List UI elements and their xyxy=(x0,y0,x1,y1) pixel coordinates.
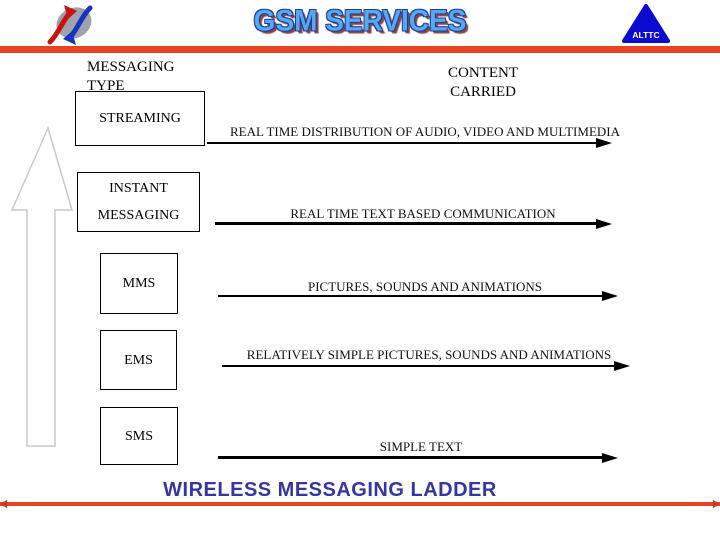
type-box-label: MMS xyxy=(122,276,156,291)
content-arrow-mms xyxy=(218,291,618,301)
content-arrow-streaming xyxy=(207,138,612,148)
alttc-triangle-logo-icon: ALTTC xyxy=(622,4,670,43)
right-arrowhead-icon xyxy=(602,452,618,463)
type-box-mms: MMS xyxy=(100,253,178,314)
content-arrow-ems xyxy=(222,361,630,371)
type-box-label: SMS xyxy=(124,428,154,444)
bsnl-swoosh-logo-icon xyxy=(47,5,93,45)
bottom-bar-right-tip-icon xyxy=(713,500,720,508)
type-box-sms: SMS xyxy=(100,407,178,465)
content-label-streaming: REAL TIME DISTRIBUTION OF AUDIO, VIDEO A… xyxy=(230,124,620,139)
right-arrowhead-icon xyxy=(614,361,630,371)
bottom-bar-left-tip-icon xyxy=(0,500,7,508)
content-label-sms: SIMPLE TEXT xyxy=(379,439,463,454)
content-arrow-instant-messaging xyxy=(215,218,612,229)
alttc-logo-text: ALTTC xyxy=(632,30,659,40)
right-arrowhead-icon xyxy=(602,291,618,301)
top-accent-bar xyxy=(0,46,720,53)
content-arrow-sms xyxy=(218,452,618,463)
right-arrowhead-icon xyxy=(596,138,612,148)
page-title: GSM SERVICES xyxy=(253,4,467,37)
column-header-content-carried: CONTENT CARRIED xyxy=(448,65,518,100)
slide-caption: WIRELESS MESSAGING LADDER xyxy=(163,479,497,501)
content-label-instant-messaging: REAL TIME TEXT BASED COMMUNICATION xyxy=(290,206,556,221)
type-box-label: INSTANT MESSAGING xyxy=(97,181,180,223)
column-header-messaging-type: MESSAGING TYPE xyxy=(87,59,175,94)
up-arrow-outline-icon xyxy=(10,126,74,447)
type-box-streaming: STREAMING xyxy=(75,91,205,146)
type-box-label: EMS xyxy=(124,352,153,368)
type-box-ems: EMS xyxy=(100,330,177,390)
type-box-label: STREAMING xyxy=(99,111,181,126)
bottom-accent-bar xyxy=(0,502,720,506)
type-box-instant-messaging: INSTANT MESSAGING xyxy=(77,172,200,232)
content-label-mms: PICTURES, SOUNDS AND ANIMATIONS xyxy=(307,279,543,294)
content-label-ems: RELATIVELY SIMPLE PICTURES, SOUNDS AND A… xyxy=(246,347,612,362)
right-arrowhead-icon xyxy=(596,218,612,229)
